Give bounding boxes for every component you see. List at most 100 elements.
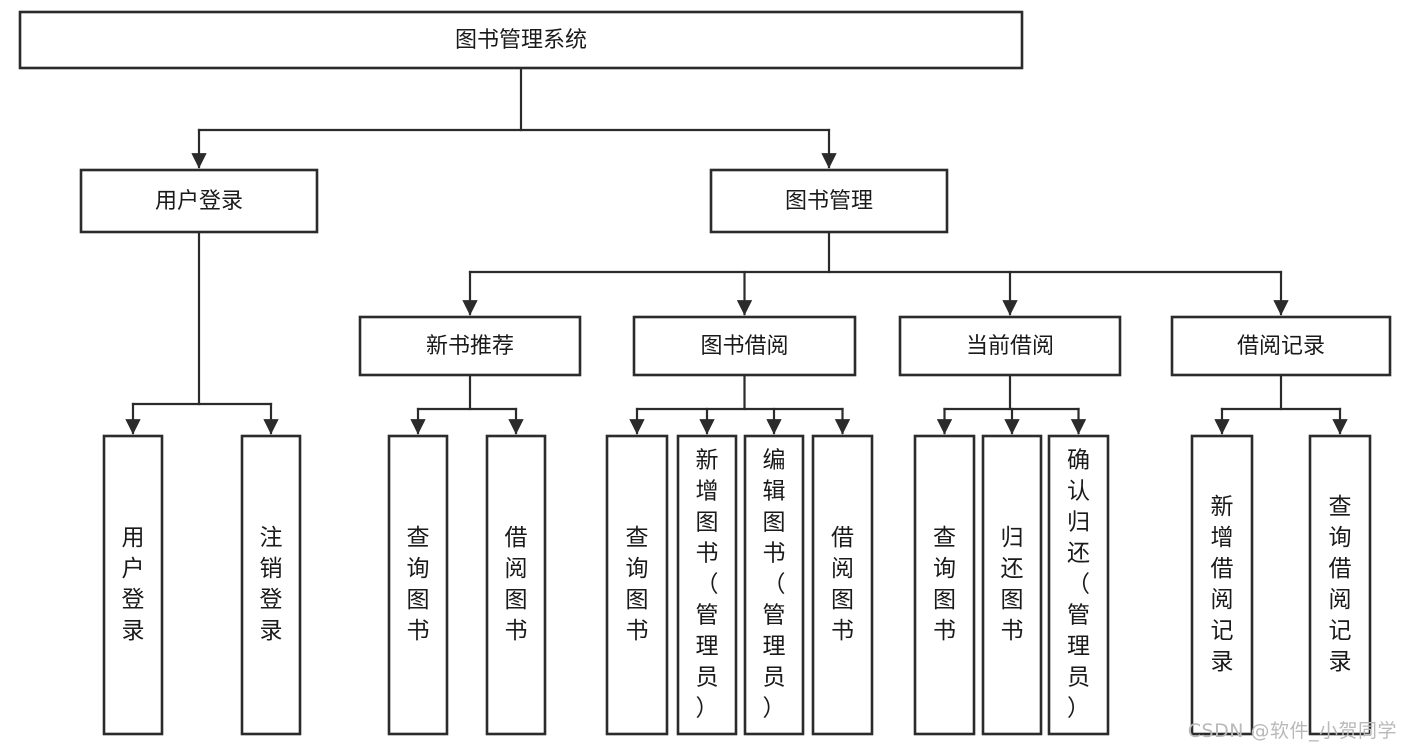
node-label-char: 书 <box>505 618 528 644</box>
node-label-char: 还 <box>1001 556 1024 582</box>
node-box <box>102 434 164 736</box>
node-label-char: 书 <box>696 541 719 567</box>
node-box <box>358 315 582 377</box>
node-root-root[interactable]: 图书管理系统 <box>18 10 1024 70</box>
node-label-char: 图 <box>696 510 719 536</box>
node-box <box>811 434 874 736</box>
node-label-char: 新 <box>1211 494 1234 520</box>
node-label-char: 录 <box>122 618 145 644</box>
node-label-char: 书 <box>626 618 649 644</box>
node-layer: 图书管理系统用户登录图书管理新书推荐图书借阅当前借阅借阅记录用户登录注销登录查询… <box>18 10 1392 736</box>
node-box <box>1047 434 1110 736</box>
node-label-char: 借 <box>505 525 528 551</box>
node-label-char: 书 <box>763 541 786 567</box>
node-label-char: （ <box>696 572 719 598</box>
node-label-char: 阅 <box>831 556 854 582</box>
node-label-char: 查 <box>626 525 649 551</box>
node-label-char: 注 <box>260 525 283 551</box>
node-label-char: 员 <box>1067 665 1090 691</box>
node-box <box>605 434 669 736</box>
node-label: 图书管理系统 <box>455 28 587 53</box>
node-label-char: 图 <box>1001 587 1024 613</box>
node-label-char: 增 <box>696 479 719 505</box>
node-box <box>632 315 857 377</box>
node-label-char: 查 <box>407 525 430 551</box>
node-label-char: 编 <box>763 448 786 474</box>
node-label-char: 阅 <box>505 556 528 582</box>
node-label-char: 增 <box>1211 525 1234 551</box>
node-box <box>1190 434 1254 736</box>
node-label-char: 理 <box>1067 634 1090 660</box>
node-label: 新书推荐 <box>426 334 514 359</box>
node-current[interactable]: 当前借阅 <box>898 315 1122 377</box>
node-bookmg[interactable]: 图书管理 <box>709 168 949 234</box>
node-label-char: 书 <box>831 618 854 644</box>
node-label-char: 辑 <box>763 479 786 505</box>
node-label-char: 理 <box>696 634 719 660</box>
node-box <box>240 434 302 736</box>
node-label-char: 录 <box>260 618 283 644</box>
node-label-char: 员 <box>763 665 786 691</box>
node-label-char: 归 <box>1067 510 1090 536</box>
node-label-char: 图 <box>505 587 528 613</box>
node-box <box>709 168 949 234</box>
node-box <box>743 434 805 736</box>
node-label-char: 借 <box>831 525 854 551</box>
node-label-char: 查 <box>1329 494 1352 520</box>
node-box <box>981 434 1043 736</box>
node-box <box>485 434 547 736</box>
node-label-char: 管 <box>763 603 786 629</box>
node-borrow[interactable]: 图书借阅 <box>632 315 857 377</box>
node-box <box>387 434 449 736</box>
node-label-char: 管 <box>696 603 719 629</box>
node-label-char: 录 <box>1211 649 1234 675</box>
node-label-char: ） <box>1067 696 1090 722</box>
node-label-char: 图 <box>933 587 956 613</box>
node-login[interactable]: 用户登录 <box>79 168 319 234</box>
node-label-char: ） <box>763 696 786 722</box>
node-label-char: （ <box>763 572 786 598</box>
node-history[interactable]: 借阅记录 <box>1170 315 1392 377</box>
node-box <box>913 434 976 736</box>
node-label-char: 登 <box>122 587 145 613</box>
node-label-char: 录 <box>1329 649 1352 675</box>
node-box <box>1308 434 1372 736</box>
node-label-char: 询 <box>407 556 430 582</box>
node-label-char: 图 <box>831 587 854 613</box>
node-label-char: 记 <box>1211 618 1234 644</box>
node-leaf-user-login[interactable]: 用户登录 <box>102 434 164 736</box>
node-label-char: 询 <box>933 556 956 582</box>
node-box <box>18 10 1024 70</box>
node-label: 当前借阅 <box>966 334 1054 359</box>
node-label-char: 登 <box>260 587 283 613</box>
node-label-char: 销 <box>260 556 283 582</box>
node-label-char: ） <box>696 696 719 722</box>
node-label-char: 还 <box>1067 541 1090 567</box>
node-newrec[interactable]: 新书推荐 <box>358 315 582 377</box>
node-box <box>79 168 319 234</box>
node-box <box>676 434 738 736</box>
node-label-char: 图 <box>626 587 649 613</box>
node-label-char: 记 <box>1329 618 1352 644</box>
node-label-char: 借 <box>1329 556 1352 582</box>
node-label-char: 户 <box>122 556 145 582</box>
node-label-char: 阅 <box>1329 587 1352 613</box>
node-label-char: 询 <box>1329 525 1352 551</box>
node-label: 借阅记录 <box>1237 334 1325 359</box>
connector-layer <box>125 66 1348 435</box>
node-box <box>1170 315 1392 377</box>
node-label: 图书管理 <box>785 189 873 214</box>
